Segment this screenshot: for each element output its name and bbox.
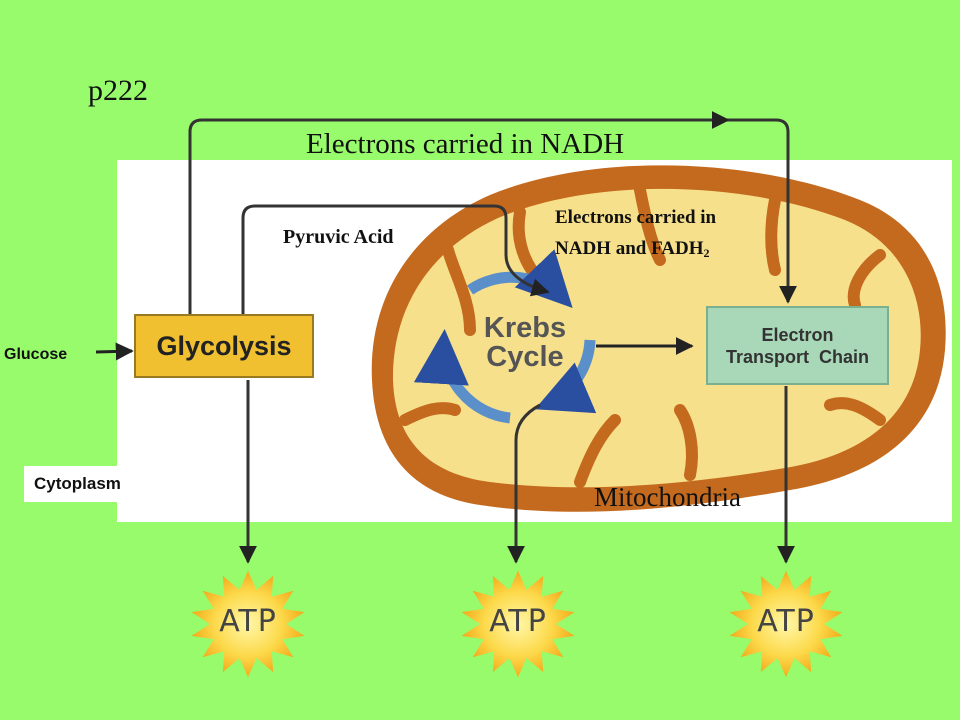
- atp-label-glycolysis: ATP: [219, 604, 277, 639]
- page-reference: p222: [88, 74, 148, 107]
- atp-label-etc: ATP: [757, 604, 815, 639]
- glycolysis-box: Glycolysis: [134, 314, 314, 378]
- mitochondria-label: Mitochondria: [594, 482, 741, 512]
- glucose-label: Glucose: [4, 346, 68, 363]
- atp-star-etc: [729, 570, 843, 678]
- glycolysis-label: Glycolysis: [156, 330, 292, 361]
- krebs-cycle-label: Krebs Cycle: [465, 314, 585, 372]
- nadh-fadh-line1: Electrons carried in: [555, 207, 717, 228]
- krebs-line2: Cycle: [486, 341, 564, 373]
- nadh-fadh-electrons-label: Electrons carried in NADH and FADH2: [555, 202, 716, 269]
- nadh-path-arrow: [188, 111, 730, 318]
- pyruvic-acid-arrow: [241, 204, 550, 316]
- atp-label-krebs: ATP: [489, 604, 547, 639]
- etc-line1: Electron: [761, 324, 834, 345]
- nadh-fadh-line2: NADH and FADH2: [555, 238, 710, 260]
- atp-star-glycolysis: [191, 570, 305, 678]
- atp-star-krebs: [461, 570, 575, 678]
- krebs-atp-arrow: [507, 403, 541, 564]
- cytoplasm-label: Cytoplasm: [24, 466, 160, 502]
- krebs-line1: Krebs: [483, 312, 567, 344]
- etc-line2: Transport Chain: [725, 346, 869, 367]
- electron-transport-chain-box: Electron Transport Chain: [706, 306, 889, 385]
- pyruvic-acid-label: Pyruvic Acid: [283, 226, 394, 248]
- nadh-electrons-label: Electrons carried in NADH: [306, 128, 625, 160]
- nadh-to-etc-arrow: [728, 118, 797, 304]
- glucose-arrow: [95, 342, 134, 361]
